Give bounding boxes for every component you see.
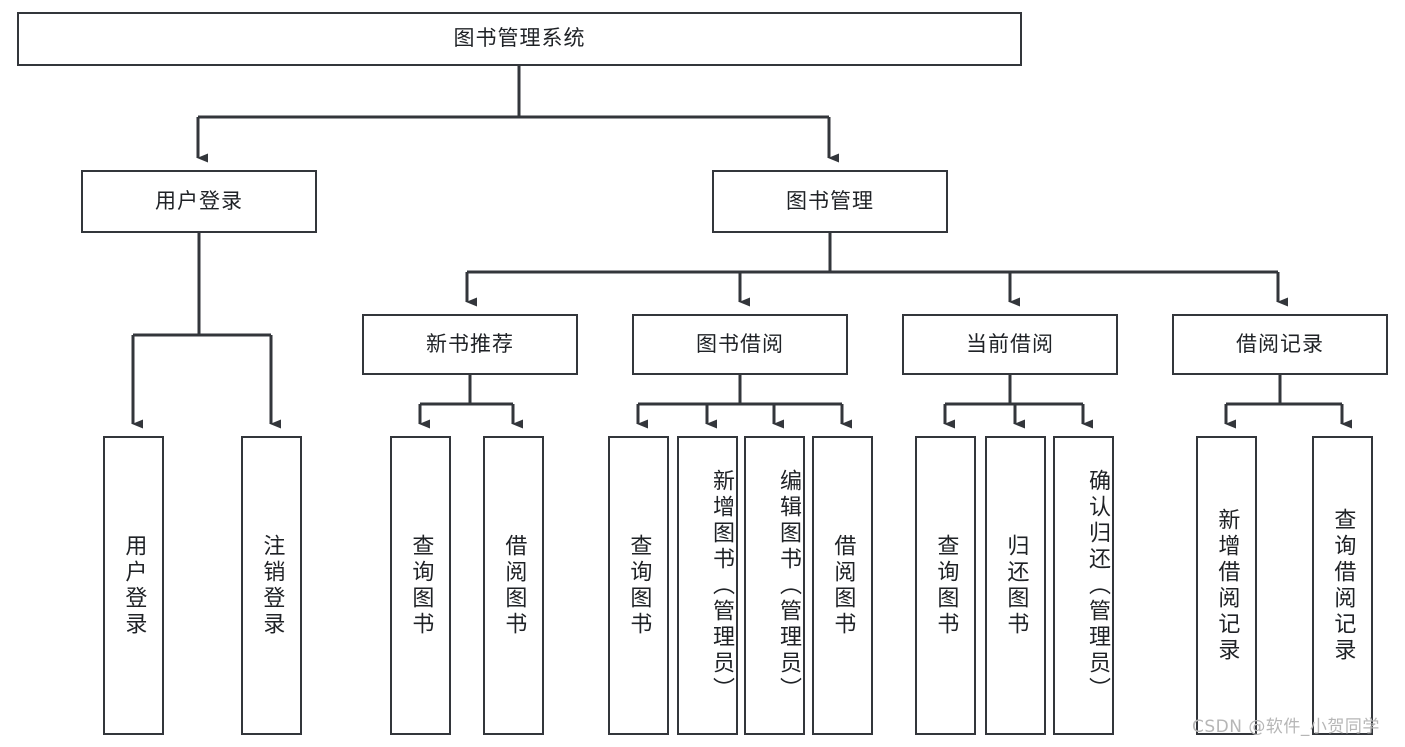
- node-leaf-add-book-label: 新增图书（管理员）: [709, 468, 734, 703]
- node-book-manage[interactable]: 图书管理: [712, 170, 948, 233]
- csdn-watermark: CSDN @软件_小贺同学: [1192, 717, 1380, 737]
- node-leaf-borrow-book-1-label: 借阅图书: [501, 533, 527, 638]
- node-leaf-add-record-label: 新增借阅记录: [1214, 507, 1240, 664]
- node-leaf-query-book-2[interactable]: 查询图书: [608, 436, 669, 735]
- node-leaf-edit-book[interactable]: 编辑图书（管理员）: [744, 436, 805, 735]
- node-leaf-logout-login-label: 注销登录: [259, 533, 285, 638]
- node-leaf-query-book-3-label: 查询图书: [933, 533, 959, 638]
- node-user-login-label: 用户登录: [155, 188, 243, 213]
- node-leaf-logout-login[interactable]: 注销登录: [241, 436, 302, 735]
- node-book-manage-label: 图书管理: [786, 188, 874, 213]
- node-user-login[interactable]: 用户登录: [81, 170, 317, 233]
- node-leaf-add-book[interactable]: 新增图书（管理员）: [677, 436, 738, 735]
- node-leaf-add-record[interactable]: 新增借阅记录: [1196, 436, 1257, 735]
- node-leaf-return-book-label: 归还图书: [1003, 533, 1029, 638]
- node-leaf-query-record[interactable]: 查询借阅记录: [1312, 436, 1373, 735]
- node-new-book-recommend[interactable]: 新书推荐: [362, 314, 578, 375]
- node-leaf-borrow-book-1[interactable]: 借阅图书: [483, 436, 544, 735]
- node-book-borrow[interactable]: 图书借阅: [632, 314, 848, 375]
- node-leaf-query-book-1[interactable]: 查询图书: [390, 436, 451, 735]
- node-leaf-edit-book-label: 编辑图书（管理员）: [776, 468, 801, 703]
- node-leaf-user-login[interactable]: 用户登录: [103, 436, 164, 735]
- node-leaf-query-book-1-label: 查询图书: [408, 533, 434, 638]
- node-book-borrow-label: 图书借阅: [696, 331, 784, 356]
- node-borrow-record-label: 借阅记录: [1236, 331, 1324, 356]
- node-current-borrow[interactable]: 当前借阅: [902, 314, 1118, 375]
- node-leaf-borrow-book-2-label: 借阅图书: [830, 533, 856, 638]
- node-current-borrow-label: 当前借阅: [966, 331, 1054, 356]
- node-leaf-query-book-3[interactable]: 查询图书: [915, 436, 976, 735]
- node-leaf-user-login-label: 用户登录: [121, 533, 147, 638]
- node-leaf-query-record-label: 查询借阅记录: [1330, 507, 1356, 664]
- node-leaf-query-book-2-label: 查询图书: [626, 533, 652, 638]
- node-leaf-return-book[interactable]: 归还图书: [985, 436, 1046, 735]
- node-root[interactable]: 图书管理系统: [17, 12, 1022, 66]
- node-leaf-confirm-return[interactable]: 确认归还（管理员）: [1053, 436, 1114, 735]
- node-leaf-borrow-book-2[interactable]: 借阅图书: [812, 436, 873, 735]
- node-root-label: 图书管理系统: [453, 26, 586, 51]
- node-borrow-record[interactable]: 借阅记录: [1172, 314, 1388, 375]
- node-leaf-confirm-return-label: 确认归还（管理员）: [1085, 468, 1110, 703]
- node-new-book-recommend-label: 新书推荐: [426, 331, 514, 356]
